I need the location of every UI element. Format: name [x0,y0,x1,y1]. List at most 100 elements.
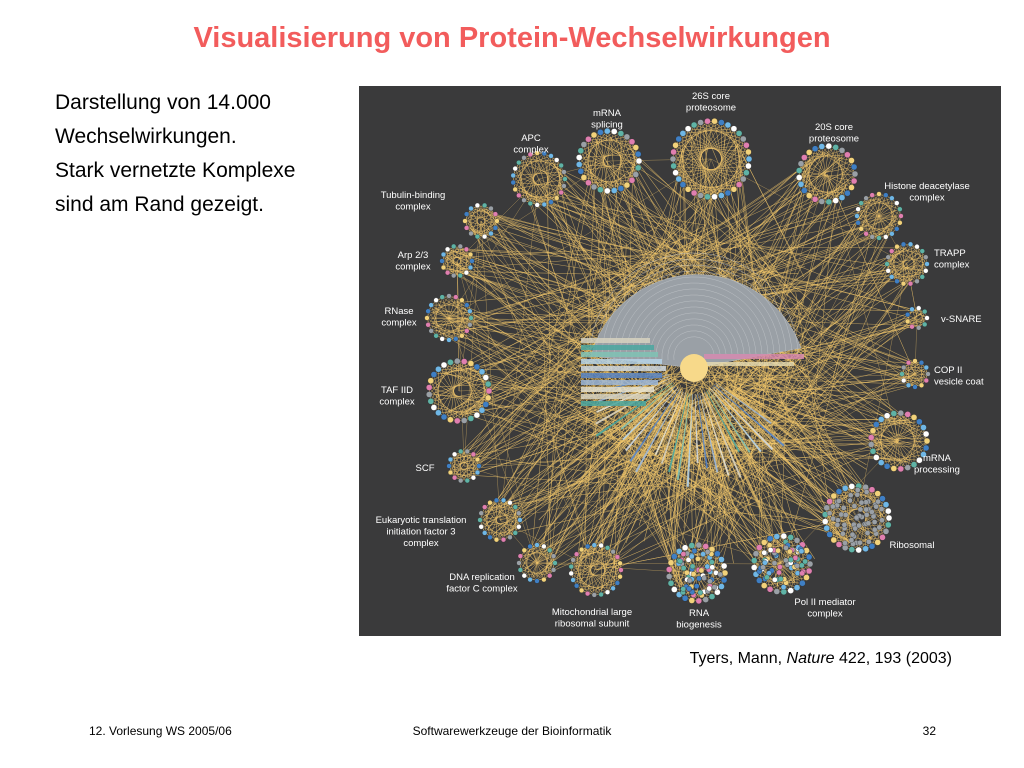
protein-node [690,189,698,197]
cluster-edge [903,244,923,278]
complex-label-line: Eukaryotic translation [376,515,467,526]
protein-node [461,358,468,365]
cluster-edge [530,165,562,204]
cluster-edge [759,544,803,548]
cluster-edge [721,565,725,587]
protein-node [468,230,474,237]
cluster-edge [447,249,471,255]
protein-node [743,142,750,149]
protein-node [427,377,434,384]
cluster-edge [579,130,608,165]
citation-authors: Tyers, Mann, [689,650,783,667]
protein-node [876,524,883,531]
protein-node [718,583,725,590]
protein-node [433,333,439,339]
protein-node [920,424,927,431]
protein-node [885,521,892,529]
interaction-edge [602,387,683,509]
protein-node [433,297,439,303]
protein-node [883,192,889,198]
protein-node [904,464,911,471]
protein-node [885,268,891,274]
hub-stripe [708,389,751,453]
interaction-edge [581,422,851,543]
protein-node [866,539,872,545]
interaction-edge [595,440,900,571]
protein-node [894,226,900,232]
protein-node [669,155,677,163]
hub-stripe [686,394,693,487]
interaction-edge [665,393,686,514]
interaction-edge [733,384,871,394]
protein-node [885,514,893,522]
protein-node [689,553,695,560]
protein-node [894,278,900,284]
protein-node [463,270,469,276]
cluster-edge [700,172,747,196]
cluster-edge [454,454,478,460]
protein-node [851,170,859,178]
protein-node [675,135,682,143]
interaction-edge [629,402,681,488]
hub-band [581,394,650,399]
cluster-edge [443,254,467,273]
protein-node [801,154,808,161]
hub-stripe [715,383,772,424]
cluster-edge [804,157,816,200]
interaction-edge [758,246,906,249]
protein-node [454,417,461,425]
cluster-edge [484,502,491,533]
protein-node [806,149,813,156]
protein-node [512,530,518,536]
protein-node [477,517,483,523]
interaction-edge [658,392,676,568]
cluster-edge [672,158,708,197]
cluster-edge [450,454,474,460]
cluster-edge [481,377,487,411]
interaction-edge [591,428,839,536]
cluster-edge [581,549,621,577]
protein-node [806,560,814,568]
interaction-edge [566,397,668,496]
cluster-edge [678,178,728,194]
cluster-edge [799,145,829,178]
protein-node [922,430,930,438]
cluster-edge [714,158,750,197]
protein-node [568,570,574,576]
protein-node [879,534,886,541]
cluster-edge [851,160,855,182]
cluster-edge [821,166,855,202]
protein-node [488,205,494,212]
cluster-edge [520,544,538,571]
protein-node [714,550,721,557]
protein-node [907,281,914,287]
cluster-edge [523,157,565,187]
cluster-edge [454,451,468,478]
protein-node [457,243,463,249]
cluster-edge [910,244,918,282]
cluster-edge [872,417,915,431]
protein-node [461,417,468,424]
cluster-edge [872,413,895,452]
interaction-edge [690,387,707,525]
cluster-edge [496,506,516,540]
interaction-edge [655,239,922,383]
protein-node [743,169,750,176]
protein-node [783,557,789,564]
protein-node [799,580,806,587]
protein-node [558,162,564,169]
protein-node [844,151,851,158]
protein-node [577,147,584,154]
cluster-edge [825,485,859,515]
complex-label-line: complex [395,202,431,213]
protein-node [798,548,805,554]
protein-node [854,213,860,219]
protein-node [635,164,642,172]
protein-node [871,526,878,533]
protein-node [787,587,794,594]
cluster-edge [450,454,474,473]
protein-node [922,444,930,452]
interaction-edge [702,399,759,525]
